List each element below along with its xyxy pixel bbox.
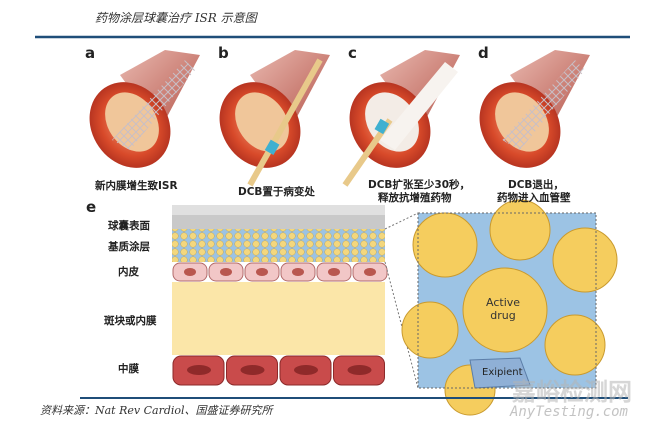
panel-d-caption-2: 药物进入血管壁 (497, 192, 571, 204)
excipient-label: Exipient (482, 367, 523, 378)
active-drug-particle (462, 267, 548, 353)
layer-label: 斑块或内膜 (104, 315, 157, 327)
source-note: 资料来源：Nat Rev Cardiol、国盛证券研究所 (40, 404, 273, 417)
panel-c-label: c (348, 44, 357, 62)
panel-c-caption-2: 释放抗增殖药物 (378, 192, 452, 204)
vessel-panel-c (342, 50, 460, 187)
excipient-particle (469, 357, 531, 389)
vessel-panel-d (479, 50, 590, 168)
plaque-layer (172, 282, 385, 355)
panel-a-caption: 新内膜增生致ISR (95, 180, 178, 192)
panel-d-label: d (478, 44, 489, 62)
inset-zoom (401, 199, 618, 416)
vessel-panel-a (89, 50, 200, 168)
watermark-en: AnyTesting.com (509, 404, 628, 420)
balloon-surface-layer (172, 205, 385, 215)
layer-label: 内皮 (118, 266, 139, 278)
panel-d-caption: DCB退出， (508, 179, 564, 191)
panel-e-label: e (86, 198, 97, 216)
panel-a-label: a (85, 44, 96, 62)
matrix-coating-layer (172, 229, 385, 262)
vessel-panel-b (219, 50, 330, 187)
layer-label: 球囊表面 (108, 220, 150, 232)
panel-b-label: b (218, 44, 229, 62)
watermark-cn: 嘉峪检测网 (512, 378, 632, 406)
layer-label: 中膜 (118, 363, 139, 375)
panel-b-caption: DCB置于病变处 (238, 186, 315, 198)
figure-title: 药物涂层球囊治疗 ISR 示意图 (95, 11, 257, 25)
layer-label: 基质涂层 (108, 241, 150, 253)
panel-c-caption: DCB扩张至少30秒， (368, 179, 471, 191)
